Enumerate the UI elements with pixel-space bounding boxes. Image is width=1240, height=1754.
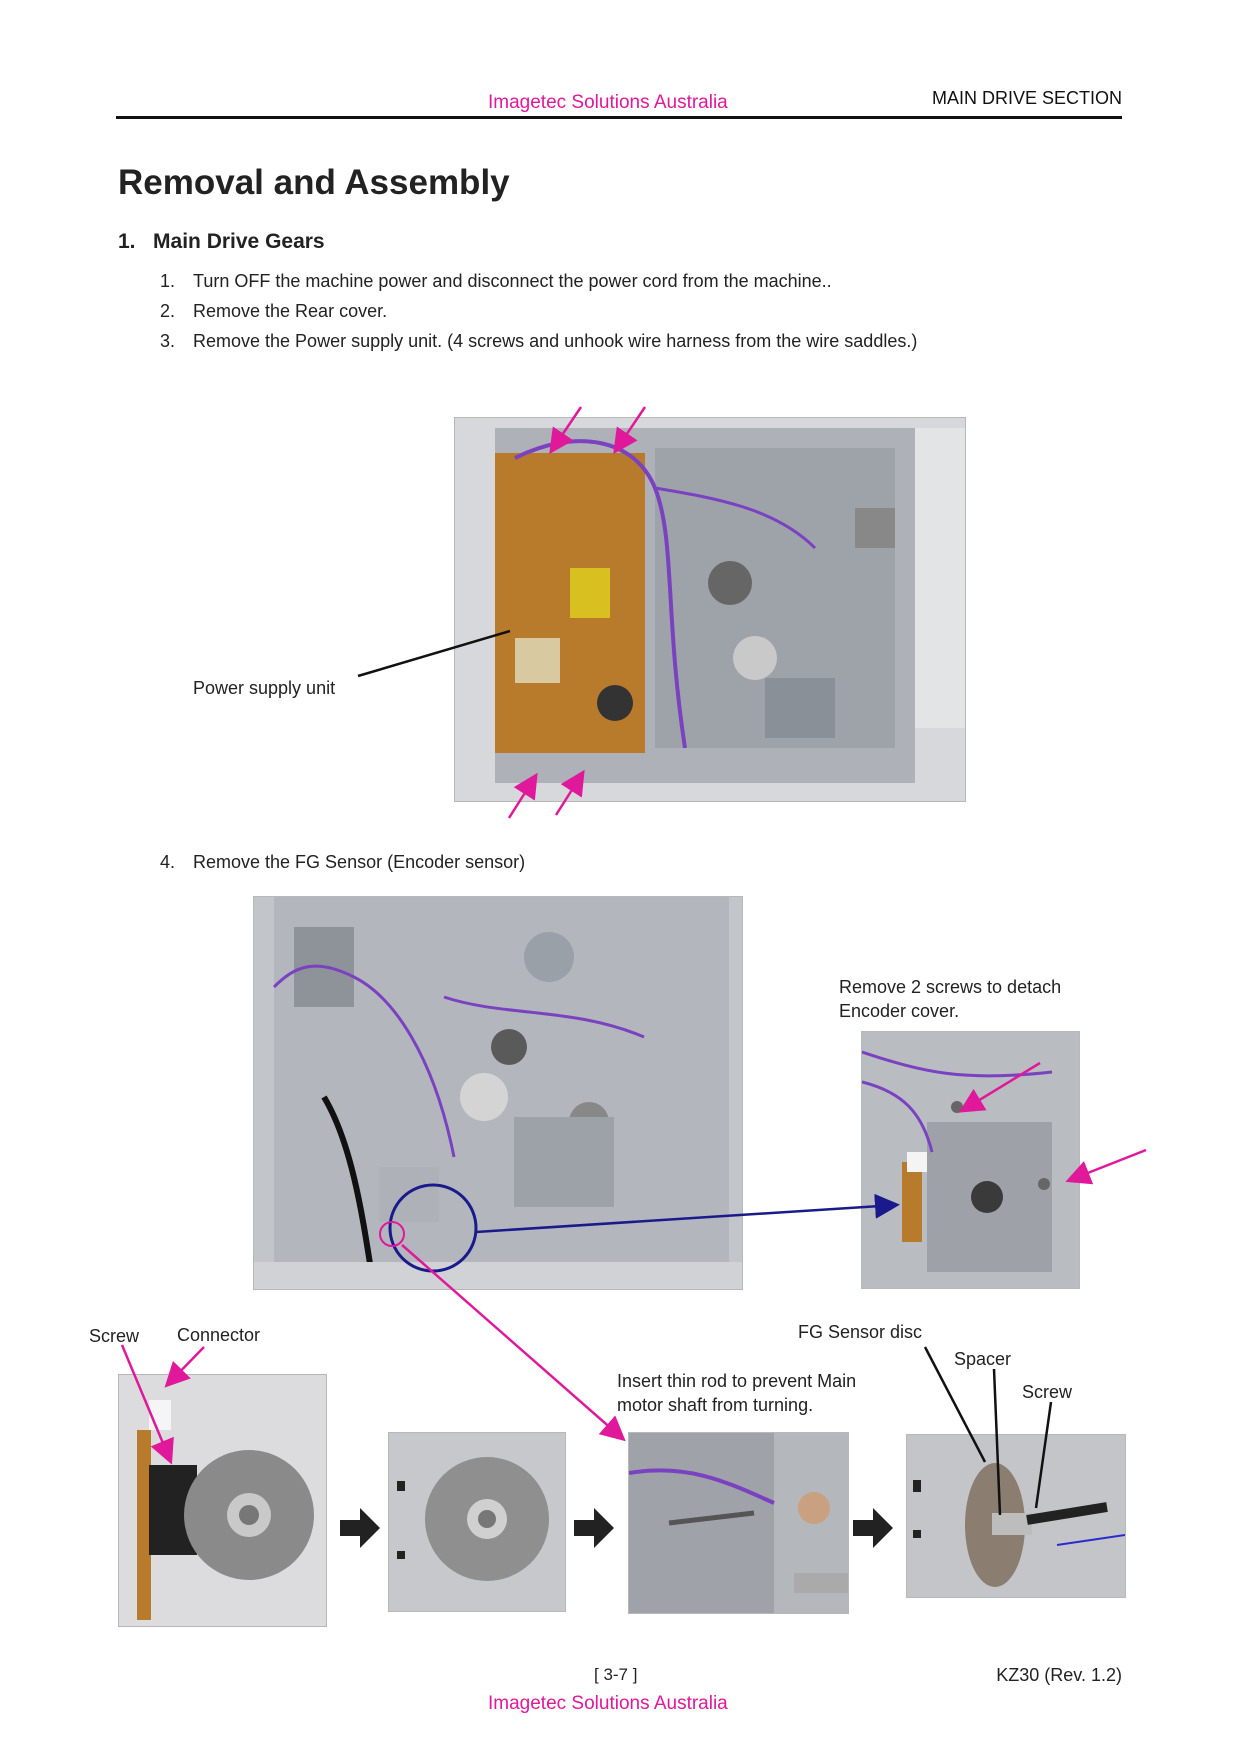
callout-screw-left: Screw [89, 1326, 140, 1346]
photo-disc-screw [906, 1434, 1126, 1598]
section-heading: 1. Main Drive Gears [118, 230, 325, 254]
section-number: 1. [118, 230, 136, 253]
callout-fg-disc: FG Sensor disc [798, 1322, 923, 1342]
footer-company: Imagetec Solutions Australia [488, 1693, 728, 1714]
process-arrow-3 [853, 1508, 893, 1548]
photo-sensor-with-disc [118, 1374, 327, 1627]
header-rule [116, 116, 1122, 119]
process-arrow-2 [574, 1508, 614, 1548]
process-arrow-1 [340, 1508, 380, 1548]
callout-insert-rod: Insert thin rod to prevent Main motor sh… [617, 1371, 857, 1415]
callout-connector: Connector [177, 1325, 261, 1345]
callout-power-supply: Power supply unit [193, 678, 336, 698]
section-name: Main Drive Gears [153, 230, 325, 253]
photo-insert-rod [628, 1432, 849, 1614]
callout-spacer: Spacer [954, 1349, 1012, 1369]
step-2: 2.Remove the Rear cover. [160, 301, 388, 321]
step-3: 3.Remove the Power supply unit. (4 screw… [160, 331, 918, 351]
encoder-screw-arrow-2 [1065, 1148, 1147, 1185]
step-4: 4.Remove the FG Sensor (Encoder sensor) [160, 852, 526, 872]
page-title: Removal and Assembly [118, 163, 510, 202]
page-number: [ 3-7 ] [594, 1665, 638, 1684]
header-section: MAIN DRIVE SECTION [931, 88, 1122, 108]
header-company: Imagetec Solutions Australia [488, 92, 728, 113]
step-1: 1.Turn OFF the machine power and disconn… [160, 271, 832, 291]
photo-power-supply [454, 417, 966, 802]
callout-screw-right: Screw [1022, 1382, 1073, 1402]
callout-encoder-cover: Remove 2 screws to detach Encoder cover. [839, 977, 1062, 1021]
photo-disc-only [388, 1432, 566, 1612]
model-revision: KZ30 (Rev. 1.2) [996, 1665, 1122, 1685]
photo-main-drive [253, 896, 743, 1290]
photo-encoder-cover [861, 1031, 1080, 1289]
